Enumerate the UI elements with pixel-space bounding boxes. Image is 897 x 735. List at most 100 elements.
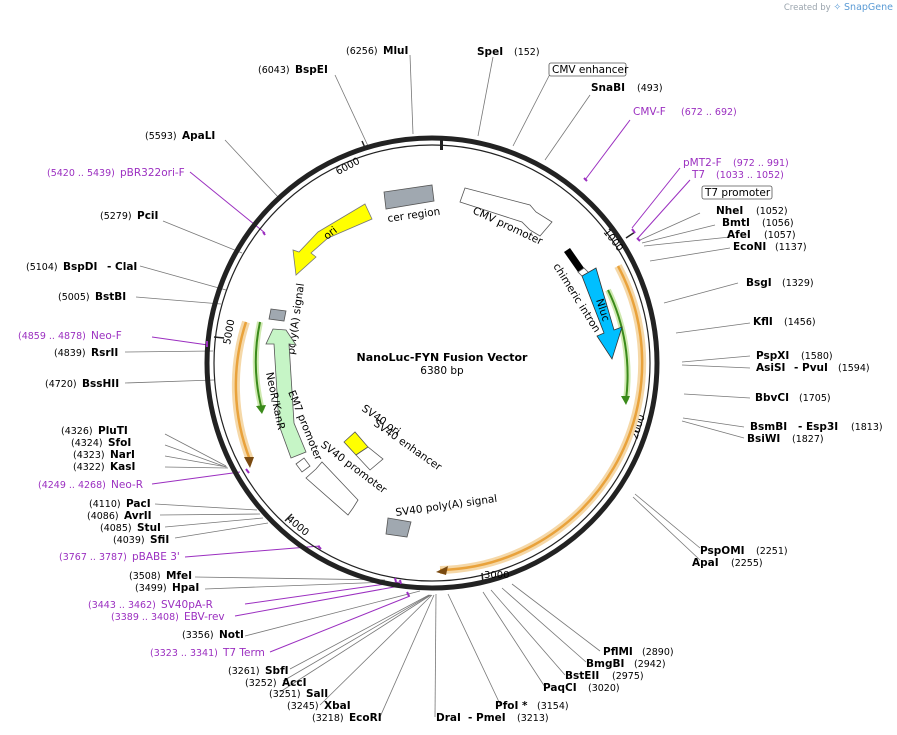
bsmbi-pos: (1813): [851, 422, 883, 433]
pmt2-f-primer-name: pMT2-F: [683, 157, 722, 169]
neo-r-primer-range: (4249 .. 4268): [38, 480, 106, 491]
spei-pos: (152): [514, 47, 540, 58]
t7-term-primer-range: (3323 .. 3341): [150, 648, 218, 659]
neo-f-primer-range: (4859 .. 4878): [18, 331, 86, 342]
bmgbi-pos: (2942): [634, 659, 666, 670]
sv40-polya-label: SV40 poly(A) signal: [395, 493, 498, 519]
bmti-pos: (1056): [762, 218, 794, 229]
ecori-name: EcoRI: [349, 712, 382, 724]
sali-name: SalI: [306, 688, 328, 700]
ebv-rev-primer-range: (3389 .. 3408): [111, 612, 179, 623]
pflmi-pos: (2890): [642, 647, 674, 658]
mlui-name: MluI: [383, 45, 408, 57]
bstbi-pos: (5005): [58, 292, 90, 303]
nluc-arrow: [581, 267, 623, 360]
stui-name: StuI: [137, 522, 161, 534]
tick-label-3000: 3000: [484, 570, 509, 581]
acci-name: AccI: [282, 677, 306, 689]
orf-large-arrowhead: [436, 566, 448, 575]
bbvci-pos: (1705): [799, 393, 831, 404]
primer-marks: [206, 177, 641, 597]
t7-promoter-label: T7 promoter: [704, 187, 771, 199]
snapgene-wordmark: SnapGene: [844, 2, 893, 13]
t7-primer-range: (1033 .. 1052): [716, 170, 784, 181]
bspdi-pos: (5104): [26, 262, 58, 273]
bsshii-name: BssHII: [82, 378, 119, 390]
ebv-rev-primer-name: EBV-rev: [184, 611, 225, 623]
apai-name: ApaI: [692, 557, 719, 569]
nari-name: NarI: [110, 449, 135, 461]
origin-marker: [440, 139, 443, 150]
primer-leader-lines: [151, 119, 691, 653]
bspdi-extra: - ClaI: [107, 261, 137, 273]
created-by-text: Created by: [783, 3, 831, 13]
avrii-pos: (4086): [87, 511, 119, 522]
leader-lines: [124, 54, 751, 718]
pbr322ori-f-primer-name: pBR322ori-F: [120, 167, 185, 179]
asisi-extra: - PvuI: [794, 362, 828, 374]
bbvci-name: BbvCI: [755, 392, 789, 404]
cmv-promoter-arrow: [459, 187, 553, 237]
pfoi-pos: (3154): [537, 701, 569, 712]
sbfi-pos: (3261): [228, 666, 260, 677]
t7-primer-name: T7: [691, 169, 705, 181]
chimeric-intron-bar: [564, 248, 584, 272]
pbr322ori-f-primer-range: (5420 .. 5439): [47, 168, 115, 179]
cer-region-label: cer region: [387, 206, 441, 225]
bspdi-name: BspDI: [63, 261, 97, 273]
sfoi-name: SfoI: [108, 437, 131, 449]
pluti-name: PluTI: [98, 425, 128, 437]
plasmid-title: NanoLuc-FYN Fusion Vector: [357, 351, 528, 364]
orf-green-arc-1: [607, 289, 629, 401]
bsiwi-pos: (1827): [792, 434, 824, 445]
apali-pos: (5593): [145, 131, 177, 142]
xbai-name: XbaI: [324, 700, 351, 712]
cmv-f-primer-name: CMV-F: [633, 106, 666, 118]
bsteii-name: BstEII: [565, 670, 599, 682]
tick-label-5000: 5000: [222, 319, 237, 346]
rsrii-pos: (4839): [54, 348, 86, 359]
sbfi-name: SbfI: [265, 665, 289, 677]
apali-name: ApaLI: [182, 130, 215, 142]
noti-name: NotI: [219, 629, 244, 641]
nhei-pos: (1052): [756, 206, 788, 217]
hpai-name: HpaI: [172, 582, 199, 594]
orf-left-arrowhead: [244, 457, 254, 468]
cmv-enhancer-label: CMV enhancer: [552, 64, 629, 76]
pcii-pos: (5279): [100, 211, 132, 222]
neo-f-primer-name: Neo-F: [91, 330, 122, 342]
bsmbi-name: BsmBI: [750, 421, 787, 433]
rsrii-name: RsrII: [91, 347, 118, 359]
sv40pa-r-primer-name: SV40pA-R: [161, 599, 213, 611]
neo-r-primer-name: Neo-R: [111, 479, 143, 491]
bsteii-pos: (2975): [612, 671, 644, 682]
bspei-name: BspEI: [295, 64, 328, 76]
sfoi-pos: (4324): [71, 438, 103, 449]
snabi-pos: (493): [637, 83, 663, 94]
kasi-name: KasI: [110, 461, 135, 473]
bsshii-pos: (4720): [45, 379, 77, 390]
backbone-inner-ring: [213, 144, 651, 582]
snapgene-logo-icon: ✧: [833, 2, 842, 13]
orf-green-arc-2: [254, 321, 263, 411]
sv40-enhancer-box: [355, 446, 384, 471]
kasi-pos: (4322): [73, 462, 105, 473]
avrii-name: AvrII: [124, 510, 152, 522]
xbai-pos: (3245): [287, 701, 319, 712]
pflmi-name: PflMI: [603, 646, 633, 658]
paci-pos: (4110): [89, 499, 121, 510]
orf-green-arrowhead-2: [256, 405, 266, 414]
bsgi-name: BsgI: [746, 277, 772, 289]
drai-pos: (3213): [517, 713, 549, 724]
nhei-name: NheI: [716, 205, 743, 217]
stui-pos: (4085): [100, 523, 132, 534]
pspxi-pos: (1580): [801, 351, 833, 362]
neor-kanr-arrow: [265, 328, 307, 459]
kfli-pos: (1456): [784, 317, 816, 328]
pbabe3-primer-range: (3767 .. 3787): [59, 552, 127, 563]
snapgene-branding: Created by ✧ SnapGene: [784, 2, 893, 13]
pspomi-pos: (2251): [756, 546, 788, 557]
bmgbi-name: BmgBI: [586, 658, 624, 670]
cer-region-box: [383, 184, 435, 210]
